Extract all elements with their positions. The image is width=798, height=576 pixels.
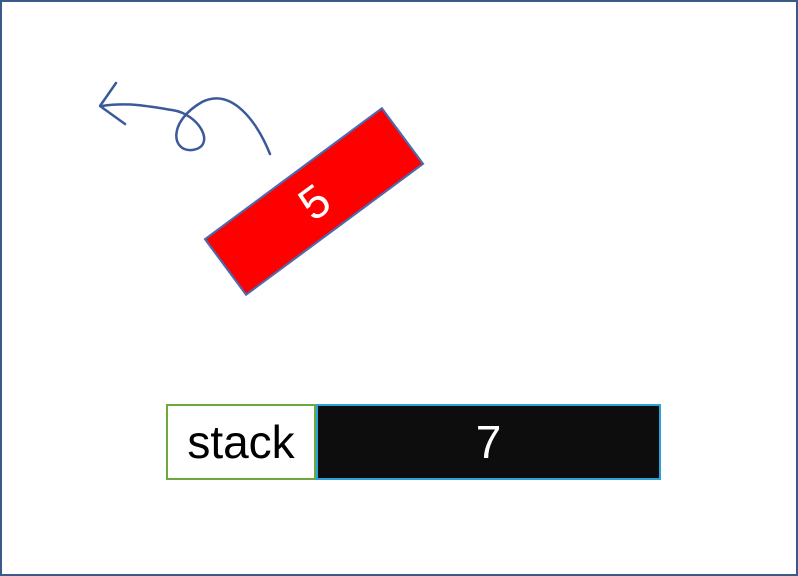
stack-label: stack bbox=[187, 416, 295, 468]
popped-item-value: 5 bbox=[288, 172, 340, 231]
stack-cell: 7 bbox=[316, 404, 661, 480]
stack-label-box: stack bbox=[166, 404, 316, 480]
stack-item-value: 7 bbox=[475, 416, 502, 468]
arrow-head bbox=[98, 81, 127, 126]
stack-row: stack 7 bbox=[166, 404, 661, 480]
arrow-curve bbox=[100, 97, 272, 156]
